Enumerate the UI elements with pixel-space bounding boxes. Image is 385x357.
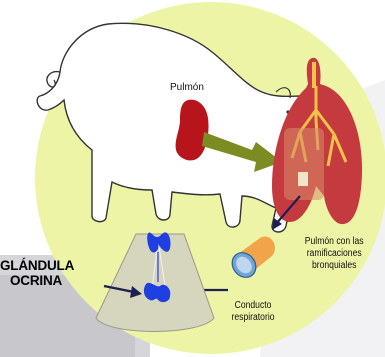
lung-branches-line-2: ramificaciones xyxy=(305,248,364,260)
duct-line-1: Conducto xyxy=(232,300,275,312)
gland-label: GLÁNDULA OCRINA xyxy=(0,258,74,288)
lung-branches-line-1: Pulmón con las xyxy=(305,236,364,248)
gland-line-2: OCRINA xyxy=(10,273,74,288)
duct-line-2: respiratorio xyxy=(232,312,275,324)
lung-branches-label: Pulmón con las ramificaciones bronquiale… xyxy=(305,236,364,272)
duct-label: Conducto respiratorio xyxy=(232,300,275,324)
lung-label: Pulmón xyxy=(170,82,204,94)
lung-branches-line-3: bronquiales xyxy=(305,260,364,272)
gland-line-1: GLÁNDULA xyxy=(0,258,74,273)
